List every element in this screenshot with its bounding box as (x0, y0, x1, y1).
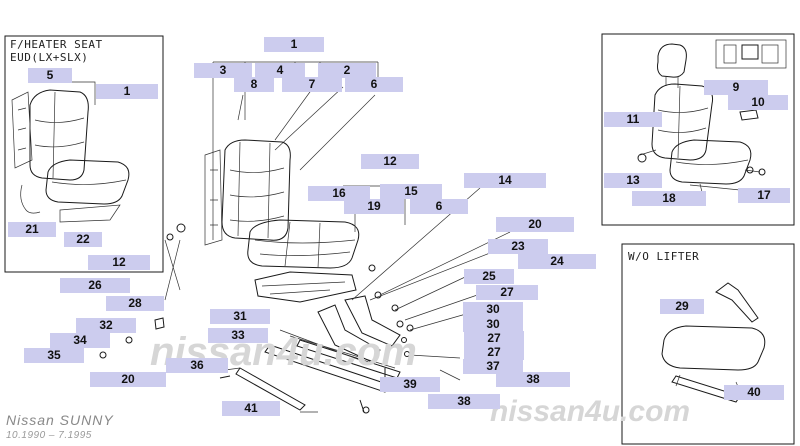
callout-part[interactable]: 36 (166, 358, 228, 373)
headrest-seat-cushion (669, 139, 752, 185)
seat-rail-left (264, 344, 391, 393)
callout-part[interactable]: 5 (28, 68, 72, 83)
callout-part[interactable]: 10 (728, 95, 788, 110)
lifter-bracket (715, 282, 759, 323)
callout-part[interactable]: 13 (604, 173, 662, 188)
headrest (657, 43, 687, 78)
callout-part[interactable]: 27 (476, 285, 538, 300)
callout-part[interactable]: 29 (660, 299, 704, 314)
callout-part[interactable]: 8 (234, 77, 274, 92)
callout-part[interactable]: 3 (194, 63, 252, 78)
callout-part[interactable]: 37 (463, 359, 523, 374)
heater-seat-frame (4, 35, 164, 273)
watermark-bottom: nissan4u.com (490, 395, 691, 428)
callout-part[interactable]: 12 (361, 154, 419, 169)
cushion-frame (254, 271, 357, 303)
callout-part[interactable]: 6 (345, 77, 403, 92)
seat-back-frame (204, 149, 223, 246)
callout-part[interactable]: 28 (106, 296, 164, 311)
callout-part[interactable]: 9 (704, 80, 768, 95)
main-seat-back (221, 139, 291, 241)
wo-lifter-rail (671, 375, 741, 403)
wo-lifter-title: W/O LIFTER (628, 250, 700, 263)
callout-part[interactable]: 20 (90, 372, 166, 387)
callout-part[interactable]: 32 (76, 318, 136, 333)
callout-part[interactable]: 33 (208, 328, 268, 343)
callout-part[interactable]: 14 (464, 173, 546, 188)
callout-part[interactable]: 2 (318, 63, 376, 78)
callout-part[interactable]: 27 (464, 345, 524, 360)
headrest-seat-back (651, 83, 713, 161)
callout-part[interactable]: 34 (50, 333, 110, 348)
callout-part[interactable]: 20 (496, 217, 574, 232)
heater-seat-back (29, 89, 89, 181)
heater-box-subtitle: EUD(LX+SLX) (10, 51, 89, 64)
heater-element (11, 91, 33, 169)
callout-part[interactable]: 19 (344, 199, 404, 214)
callout-part[interactable]: 26 (60, 278, 130, 293)
callout-part[interactable]: 23 (488, 239, 548, 254)
callout-part[interactable]: 38 (428, 394, 500, 409)
callout-part[interactable]: 1 (264, 37, 324, 52)
lifter-plate (317, 304, 381, 363)
heater-box-title: F/HEATER SEAT (10, 38, 103, 51)
heater-seat-cushion (45, 159, 130, 205)
callout-part[interactable]: 4 (255, 63, 305, 78)
callout-part[interactable]: 30 (463, 317, 523, 332)
callout-part[interactable]: 39 (380, 377, 440, 392)
callout-part[interactable]: 24 (518, 254, 596, 269)
production-years: 10.1990 – 7.1995 (6, 430, 92, 441)
callout-part[interactable]: 17 (738, 188, 790, 203)
callout-part[interactable]: 11 (604, 112, 662, 127)
main-seat-cushion (247, 219, 360, 269)
callout-part[interactable]: 31 (210, 309, 270, 324)
headrest-seat-frame (601, 33, 795, 226)
wo-lifter-cushion (661, 325, 766, 371)
callout-part[interactable]: 35 (24, 348, 84, 363)
callout-part[interactable]: 25 (464, 269, 514, 284)
callout-part[interactable]: 1 (96, 84, 158, 99)
callout-part[interactable]: 41 (222, 401, 280, 416)
callout-part[interactable]: 6 (410, 199, 468, 214)
wo-lifter-frame (621, 243, 795, 445)
callout-part[interactable]: 27 (464, 331, 524, 346)
callout-part[interactable]: 22 (64, 232, 102, 247)
model-name: Nissan SUNNY (6, 412, 114, 428)
callout-part[interactable]: 12 (88, 255, 150, 270)
callout-part[interactable]: 38 (496, 372, 570, 387)
callout-part[interactable]: 30 (463, 302, 523, 317)
callout-part[interactable]: 7 (282, 77, 342, 92)
switch-panel (715, 39, 787, 69)
callout-part[interactable]: 15 (380, 184, 442, 199)
callout-part[interactable]: 18 (632, 191, 706, 206)
lower-rail (235, 367, 306, 411)
callout-part[interactable]: 16 (308, 186, 370, 201)
callout-part[interactable]: 21 (8, 222, 56, 237)
callout-part[interactable]: 40 (724, 385, 784, 400)
